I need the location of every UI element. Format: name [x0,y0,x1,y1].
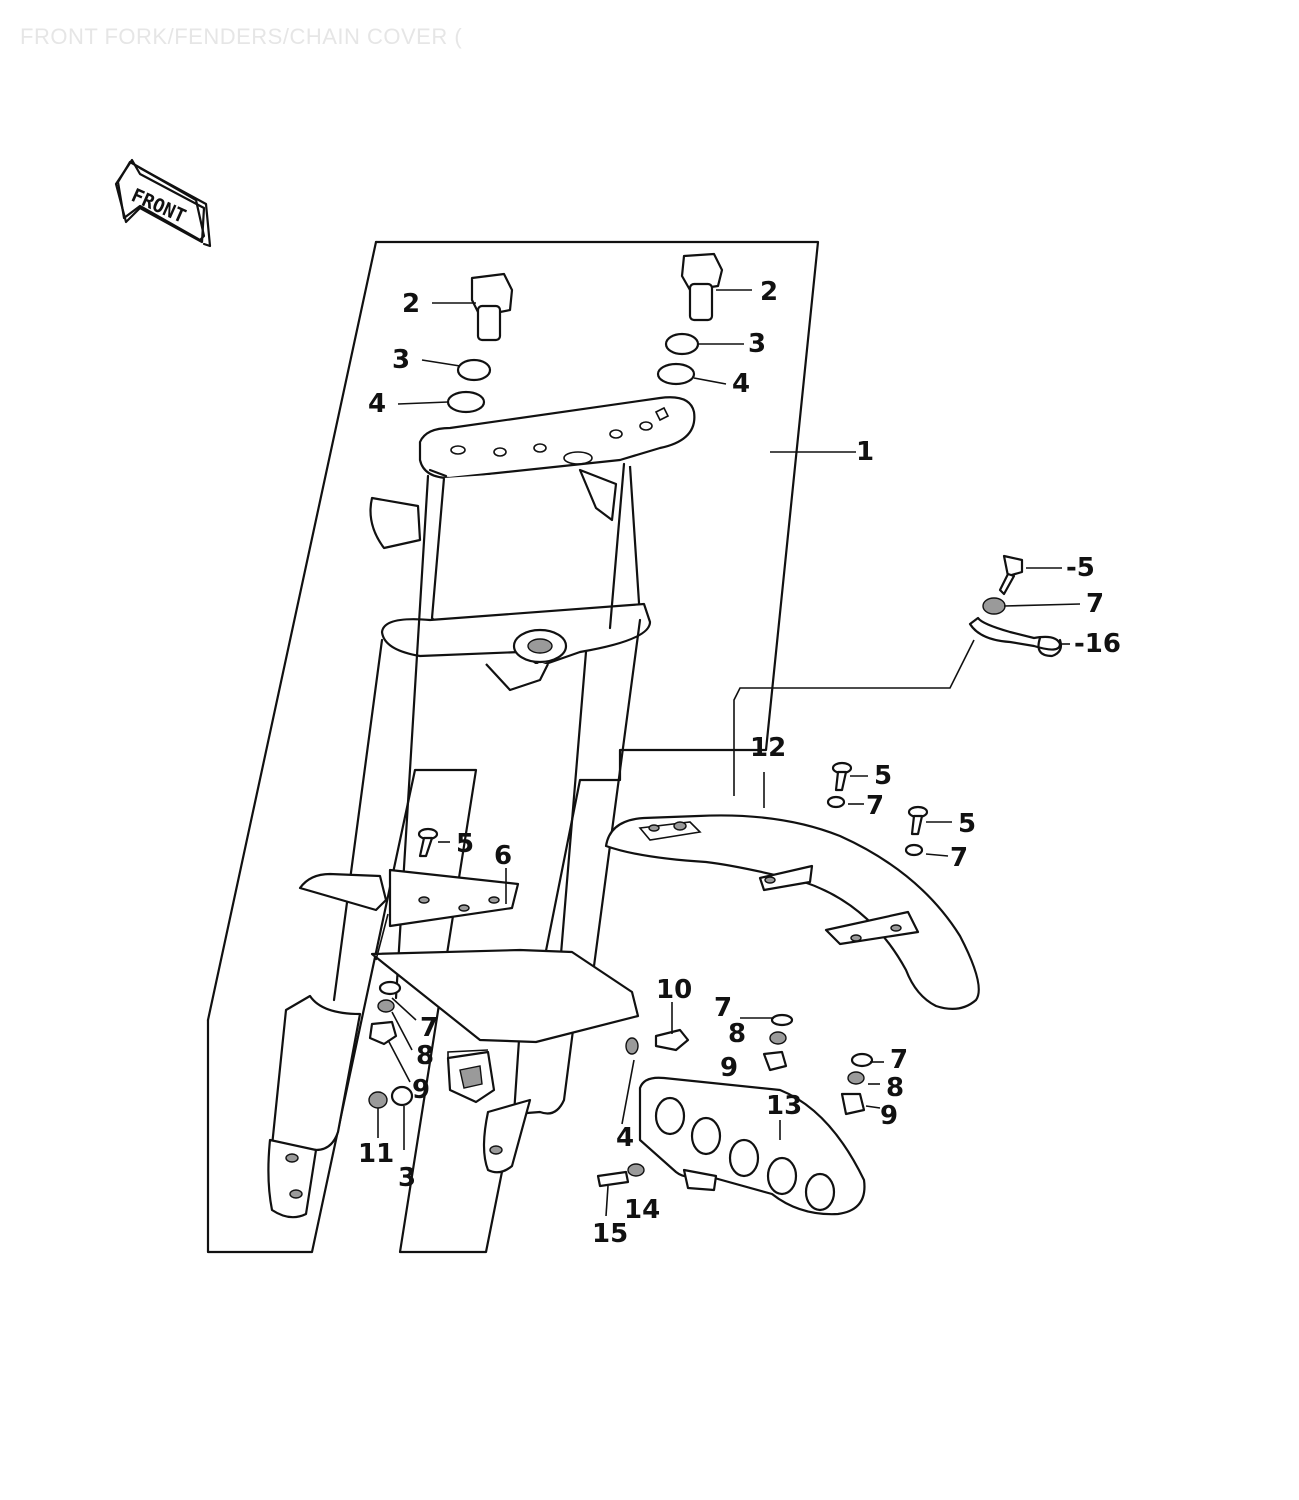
callout-3-fork: 3 [398,1163,416,1193]
callout-7-fender-b: 7 [950,843,968,873]
bolt-left [470,272,514,342]
callout-12: 12 [750,733,786,763]
callout-7-cover: 7 [714,993,732,1023]
lower-triple-clamp [380,602,652,692]
callout-4-left: 4 [368,389,386,419]
bolt-right [680,252,724,322]
callout-7-fender-a: 7 [866,791,884,821]
callout-13: 13 [766,1091,802,1121]
callout-14: 14 [624,1195,660,1225]
callout-6: 6 [494,841,512,871]
callout-3-left: 3 [392,345,410,375]
callout-9-cover: 9 [720,1053,738,1083]
callout-5-fork: 5 [456,829,474,859]
fork-lower-fasteners [368,980,417,1150]
fender-screws [826,761,929,857]
callout-5-fender-a: 5 [874,761,892,791]
callout-2-left: 2 [402,289,420,319]
callout-10: 10 [656,975,692,1005]
fork-group-outline [206,240,820,1254]
callout-11: 11 [358,1139,394,1169]
callout-8-fork: 8 [416,1041,434,1071]
callout-8-cover: 8 [728,1019,746,1049]
callout-8-right: 8 [886,1073,904,1103]
callout-numbers: 1 2 2 3 3 4 4 -5 7 -16 12 5 7 5 7 5 6 10… [358,277,1121,1249]
callout-5-fender-b: 5 [958,809,976,839]
callout-7-right: 7 [890,1045,908,1075]
leader-lines [397,289,1081,1140]
bracket-clip-group [733,554,1063,796]
fork-brace-plate [298,868,640,1044]
callout-9-fork: 9 [412,1075,430,1105]
callout-2-right: 2 [760,277,778,307]
callout-7-bracket: 7 [1086,589,1104,619]
callout-4-cover: 4 [616,1123,634,1153]
washer-left-upper [456,358,492,382]
callout-9-right: 9 [880,1101,898,1131]
front-fender [604,814,980,1011]
callout-15: 15 [592,1219,628,1249]
front-arrow-icon: FRONT [114,158,212,248]
callout-16: -16 [1074,629,1121,659]
axle-clamp [446,1049,496,1104]
upper-triple-clamp [418,396,696,480]
page-title: FRONT FORK/FENDERS/CHAIN COVER ( [20,24,463,49]
callout-7-fork: 7 [420,1013,438,1043]
washer-right-upper [664,332,700,356]
callout-4-right: 4 [732,369,750,399]
steering-stem [369,465,642,634]
callout-1: 1 [856,437,874,467]
washer-right-lower [656,362,696,386]
chain-cover [596,1013,874,1217]
callout-5-bracket: -5 [1066,553,1095,583]
callout-3-right: 3 [748,329,766,359]
fork-tube-left [267,468,448,1219]
washer-left-lower [446,390,486,414]
screw-fork [417,827,439,858]
